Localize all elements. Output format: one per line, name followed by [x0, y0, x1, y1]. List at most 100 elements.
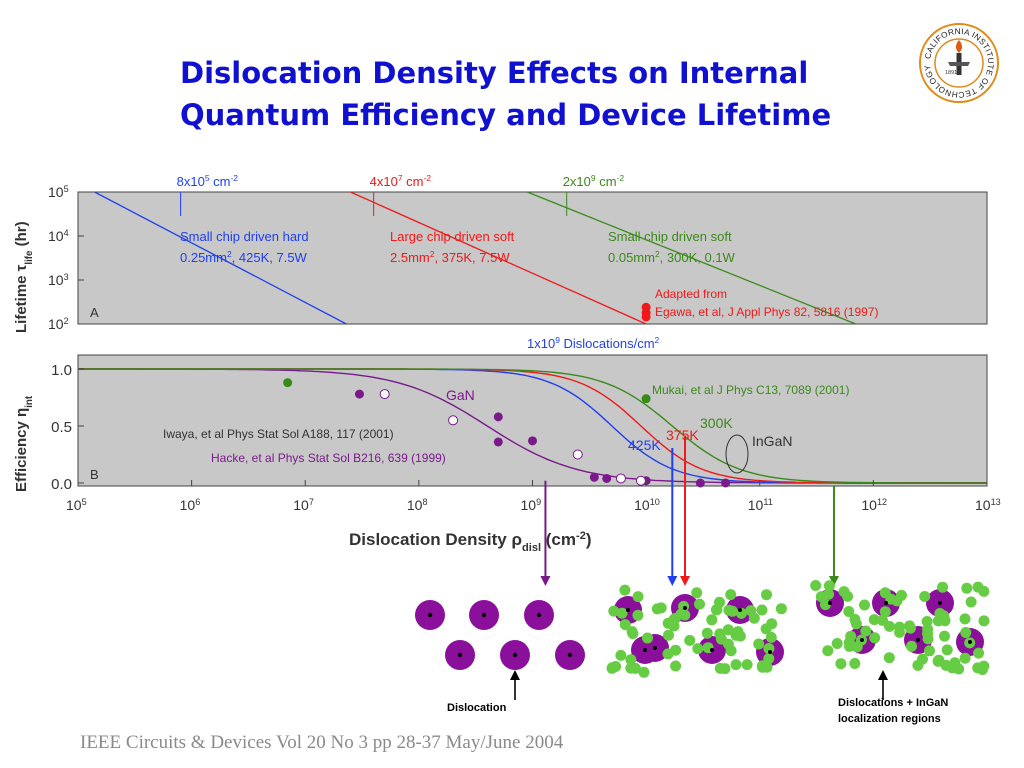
series-desc-line1-1: Large chip driven soft	[390, 229, 515, 244]
cluster-375k-ingan-28	[675, 608, 687, 620]
x-tick-label-8: 1013	[975, 497, 1001, 513]
x-tick-label-7: 1012	[861, 497, 887, 513]
cluster-375k-ingan-57	[670, 660, 682, 672]
arrow-head-3	[828, 576, 839, 586]
cluster-375k-ingan-40	[741, 659, 753, 671]
cluster-300k-ingan-33	[939, 630, 950, 642]
source-caption: IEEE Circuits & Devices Vol 20 No 3 pp 2…	[80, 732, 564, 753]
hacke-point-0	[354, 389, 364, 399]
series-desc-line1-0: Small chip driven hard	[180, 229, 309, 244]
cluster-300k-core-2	[938, 601, 942, 605]
x-tick-label-6: 1011	[748, 497, 773, 513]
cluster-375k-ingan-10	[763, 653, 775, 665]
cluster-300k-ingan-15	[965, 596, 977, 608]
cluster-375k-core-2	[738, 608, 742, 612]
slide-title-line1: Dislocation Density Effects on Internal	[180, 56, 809, 90]
cluster-375k-core-0	[626, 608, 630, 612]
series-desc-line2-0: 0.25mm2, 425K, 7.5W	[180, 249, 308, 265]
cluster-300k-ingan-67	[953, 663, 965, 675]
iwaya-point-3	[615, 473, 626, 484]
cluster-375k-core-6	[643, 648, 647, 652]
cluster-375k-ingan-68	[691, 587, 703, 599]
slide-title: Dislocation Density Effects on Internal …	[180, 52, 900, 136]
x-tick-label-4: 109	[521, 497, 542, 513]
panel-b-plot-area	[78, 368, 987, 484]
dislocation-label: Dislocation	[447, 702, 507, 714]
cluster-300k-ingan-58	[941, 644, 953, 656]
iwaya-point-0	[379, 389, 390, 400]
series-desc-line2-2: 0.05mm2, 300K, 0.1W	[608, 249, 736, 265]
cluster-375k-ingan-66	[615, 649, 627, 661]
cluster-300k-ingan-64	[906, 640, 917, 652]
cluster-375k-ingan-41	[625, 654, 637, 666]
panel-a-ylabel: Lifetime τlife (hr)	[13, 221, 35, 333]
cluster-375k-ingan-44	[775, 603, 787, 615]
ingan-ellipse	[725, 434, 749, 474]
cluster-375k-ingan-46	[684, 634, 696, 646]
series-desc-line2-1: 2.5mm2, 375K, 7.5W	[390, 249, 510, 265]
ingan-schematic-label-line1: Dislocations + InGaN	[838, 697, 948, 709]
curve-label-1: 425K	[628, 437, 661, 453]
cluster-375k-ingan-43	[632, 591, 644, 603]
cluster-375k-ingan-54	[732, 626, 744, 638]
cluster-300k-ingan-47	[835, 658, 847, 670]
slide-title-line2: Quantum Efficiency and Device Lifetime	[180, 98, 832, 132]
cluster-300k-ingan-69	[972, 662, 984, 674]
dislocation-core-5	[567, 652, 573, 658]
mukai-point-1	[641, 394, 651, 404]
egawa-annotation-line2: Egawa, et al, J Appl Phys 82, 5816 (1997…	[655, 305, 878, 319]
hacke-point-5	[602, 473, 612, 483]
cluster-375k-ingan-17	[632, 609, 644, 621]
cluster-375k-ingan-19	[765, 631, 777, 643]
cluster-300k-ingan-50	[838, 586, 850, 598]
ingan-pointer-head	[878, 670, 888, 680]
cluster-300k-ingan-68	[884, 620, 895, 632]
hacke-point-7	[695, 478, 705, 488]
mukai-label: Mukai, et al J Phys C13, 7089 (2001)	[652, 383, 849, 397]
dislocation-core-2	[536, 612, 542, 618]
dislocation-marker-label: 1x109 Dislocations/cm2	[527, 335, 660, 351]
panel-a-ytick-label-3: 105	[48, 184, 69, 200]
cluster-300k-ingan-45	[819, 599, 831, 611]
cluster-300k-ingan-55	[810, 580, 822, 591]
panel-b-ytick-label-2: 1.0	[51, 362, 72, 379]
cluster-375k-ingan-52	[619, 584, 631, 596]
cluster-375k-ingan-30	[663, 629, 674, 641]
arrows	[540, 436, 839, 586]
cluster-300k-ingan-29	[822, 645, 834, 657]
cluster-375k-ingan-33	[753, 638, 765, 650]
cluster-375k-ingan-42	[619, 619, 631, 631]
cluster-300k-ingan-53	[978, 585, 990, 597]
panel-a-plot-area	[94, 192, 857, 324]
density-label-2: 2x109 cm-2	[563, 173, 625, 189]
cluster-375k-ingan-35	[692, 643, 704, 655]
cluster-300k-core-4	[916, 638, 920, 642]
cluster-300k-ingan-52	[904, 620, 915, 632]
egawa-point-2	[641, 312, 651, 322]
cluster-375k-ingan-56	[756, 604, 768, 616]
mukai-point-0	[283, 378, 293, 388]
cluster-300k-ingan-0	[831, 638, 843, 649]
cluster-300k-ingan-60	[973, 647, 985, 659]
cluster-300k-ingan-9	[869, 632, 881, 644]
cluster-300k-ingan-38	[912, 659, 924, 671]
x-axis-label: Dislocation Density ρdisl (cm-2)	[349, 530, 592, 554]
cluster-300k-ingan-42	[978, 615, 990, 627]
cluster-375k-ingan-36	[766, 618, 778, 630]
series-desc-line1-2: Small chip driven soft	[608, 229, 732, 244]
cluster-300k-ingan-25	[860, 625, 872, 637]
cluster-300k-ingan-41	[850, 618, 862, 630]
cluster-300k-ingan-48	[896, 589, 907, 601]
cluster-375k-ingan-65	[642, 632, 653, 644]
x-tick-label-0: 105	[66, 497, 87, 513]
lifetime-line-0	[94, 192, 347, 324]
panel-a-ytick-label-1: 103	[48, 272, 69, 288]
cluster-300k-core-1	[884, 601, 888, 605]
panel-b: Mukai, et al J Phys C13, 7089 (2001)Iway…	[13, 354, 988, 493]
x-tick-label-3: 108	[407, 497, 428, 513]
lifetime-line-2	[527, 192, 857, 324]
panel-b-ytick-label-0: 0.0	[51, 476, 72, 493]
density-label-0: 8x105 cm-2	[177, 173, 239, 189]
